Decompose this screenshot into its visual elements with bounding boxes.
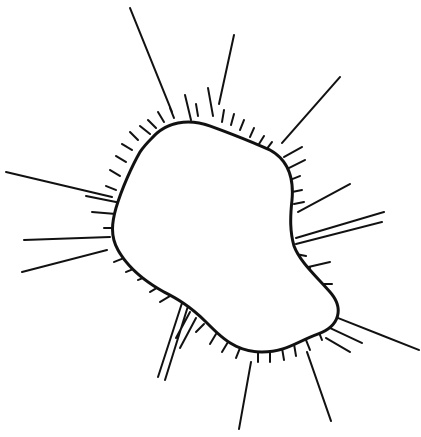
tick-mark [210,334,216,344]
tick-mark [148,120,156,128]
tick-mark [158,112,164,122]
tick-mark [122,144,132,150]
tick-mark [236,348,240,358]
tick-mark [196,324,204,332]
ray-left-upper [6,172,112,197]
tick-mark [222,110,224,122]
tick-mark [116,156,126,162]
ray-bottom-right [307,352,331,421]
tick-mark [160,296,170,302]
ray-right-lower [338,318,419,350]
ray-top-left [130,8,172,112]
ray-top-b [185,95,191,120]
blob-outline [113,122,339,352]
ray-lower-right-b [326,338,350,352]
tick-mark [240,120,244,130]
tick-mark [259,136,264,144]
tick-mark [130,132,138,140]
ray-upper-right-a [284,147,302,157]
tick-mark [250,128,254,137]
ray-bottom-center [239,362,251,429]
tick-mark [222,342,228,352]
ray-top-right [282,77,340,143]
ray-top-a [208,88,213,116]
tick-mark [110,170,120,176]
ray-left-middle [24,237,110,240]
tick-mark [231,114,234,125]
ray-left-b [92,212,116,214]
ray-lower-right-a [330,328,362,343]
ray-top-center [219,35,234,104]
tick-mark [294,202,304,204]
tick-mark [306,340,310,350]
ray-right-upper [298,184,350,212]
ray-left-lower [22,250,107,272]
tick-mark [106,186,116,190]
tick-mark [196,104,198,116]
tick-mark [140,126,150,134]
ray-upper-right-b [289,160,305,168]
